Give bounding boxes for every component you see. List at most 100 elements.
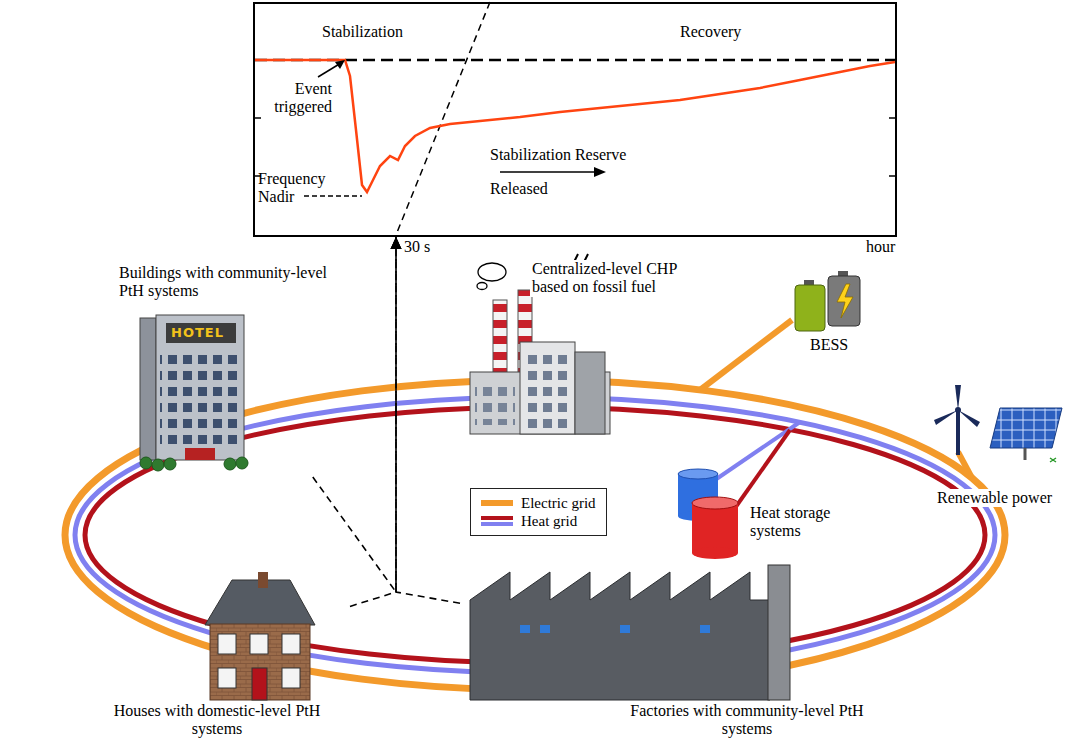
wind-solar-icon-part-part — [955, 385, 961, 410]
factory-icon — [470, 565, 790, 700]
chart-plot-part — [335, 60, 345, 69]
factory-icon-part — [470, 572, 770, 700]
heat-storage: Heat storage systems — [668, 462, 854, 558]
legend-text: Heat grid — [521, 512, 577, 530]
wind-solar-icon-part-part — [955, 407, 961, 413]
node-label: Renewable power — [935, 489, 1054, 507]
hotel-building: Buildings with community-level PtH syste… — [115, 262, 355, 477]
hotel-icon-part-part — [152, 459, 164, 471]
chp-icon-part — [575, 352, 605, 434]
chart-plot — [255, 2, 895, 274]
chp-icon-part — [520, 342, 575, 434]
factory-icon-part — [768, 565, 790, 700]
chp-icon-part — [525, 350, 570, 428]
hotel-icon — [140, 315, 248, 471]
chart-plot-part — [255, 59, 895, 62]
house-icon-part-part — [282, 668, 300, 688]
hotel-icon-part-part — [140, 457, 152, 469]
house-icon-part-part — [250, 634, 268, 654]
wind-solar-icon-part-part — [958, 410, 980, 427]
bess-icon-part — [828, 276, 860, 326]
bess-icon-part — [837, 284, 853, 318]
hotel-icon-part-part — [164, 458, 176, 470]
chp-icon-part-part — [477, 283, 487, 290]
frequency-chart: Stabilization RecoveryEvent triggeredFreq… — [253, 2, 897, 237]
hotel-icon-part — [160, 350, 240, 450]
node-label: Buildings with community-level PtH syste… — [117, 264, 351, 301]
legend-text: Electric grid — [521, 494, 596, 512]
chart-plot-part — [304, 195, 362, 196]
phase-title: Stabilization — [322, 23, 403, 41]
event-note: Event triggered — [258, 80, 332, 117]
dashed-connector — [396, 237, 460, 603]
grid-rings-part — [700, 320, 792, 390]
house: Houses with domestic-level PtH systems — [20, 570, 350, 746]
chp-icon-part — [477, 263, 506, 290]
factory-icon-part — [520, 625, 710, 633]
wind-solar-icon-part-part — [934, 410, 958, 425]
wind-solar-icon — [934, 385, 1062, 462]
factory-icon-part-part — [520, 625, 530, 633]
heat-storage-icon-part — [692, 497, 738, 509]
hotel-icon-part — [140, 457, 248, 471]
bess-battery: BESS — [780, 262, 875, 360]
house-icon-part — [210, 624, 310, 700]
reserve-note: Stabilization Reserve Released — [490, 138, 675, 205]
node-label: Factories with community-level PtH syste… — [610, 702, 884, 739]
house-icon-part-part — [218, 634, 236, 654]
chart-plot-part — [500, 171, 596, 173]
bess-icon — [795, 271, 860, 331]
house-icon-part-part — [282, 634, 300, 654]
arrow-head — [391, 237, 402, 249]
factory-icon-part-part — [540, 625, 550, 633]
wind-solar-icon-part — [1050, 458, 1056, 462]
chart-plot-part — [396, 2, 490, 235]
arrow-head — [391, 237, 402, 249]
heat-storage-icon — [678, 469, 738, 559]
chp-icon-part — [475, 385, 515, 425]
grid-rings-part — [735, 430, 790, 508]
wind-solar-icon-part — [990, 408, 1062, 448]
wind-solar-icon-part — [956, 410, 960, 455]
phase-title: Recovery — [680, 23, 741, 41]
bess-icon-part — [795, 285, 825, 331]
time-tick: 30 s — [404, 238, 430, 256]
grid-rings-part — [712, 422, 800, 482]
chart-plot-part — [255, 60, 895, 192]
legend-line-sample — [481, 515, 513, 527]
factory: Factories with community-level PtH syste… — [460, 560, 1020, 746]
heat-storage-icon-part — [678, 469, 718, 479]
house-icon — [205, 572, 315, 700]
factory-icon-part-part — [700, 625, 710, 633]
hotel-icon-part — [140, 318, 156, 460]
wind-solar-icon-part — [934, 385, 980, 427]
node-label: BESS — [808, 336, 850, 354]
hotel-icon-part-part — [236, 457, 248, 469]
hotel-icon-part — [166, 323, 236, 343]
grid-rings-part — [958, 452, 972, 478]
chp-plant: Centralized-level CHP based on fossil fu… — [455, 255, 716, 440]
arrow-head — [391, 237, 402, 249]
heat-storage-icon-part — [692, 503, 738, 553]
time-tick: hour — [866, 238, 895, 256]
legend-box: Electric gridHeat grid — [470, 488, 607, 536]
nadir-note: Frequency Nadir — [258, 170, 348, 207]
renewable-power: Renewable power — [925, 385, 1070, 512]
house-icon-part — [258, 572, 268, 588]
hotel-sign: HOTEL — [171, 325, 224, 340]
hotel-icon-part — [185, 448, 215, 460]
legend-row: Electric grid — [481, 494, 596, 512]
node-label: Houses with domestic-level PtH systems — [90, 702, 344, 739]
legend-line — [481, 516, 513, 520]
house-icon-part — [252, 668, 267, 700]
chart-plot-part — [594, 167, 606, 177]
node-label: Centralized-level CHP based on fossil fu… — [530, 260, 712, 297]
node-label: Heat storage systems — [748, 504, 850, 541]
legend-row: Heat grid — [481, 512, 596, 530]
legend-swatch — [481, 500, 513, 506]
factory-icon-part-part — [620, 625, 630, 633]
heat-storage-icon-part — [692, 547, 738, 559]
